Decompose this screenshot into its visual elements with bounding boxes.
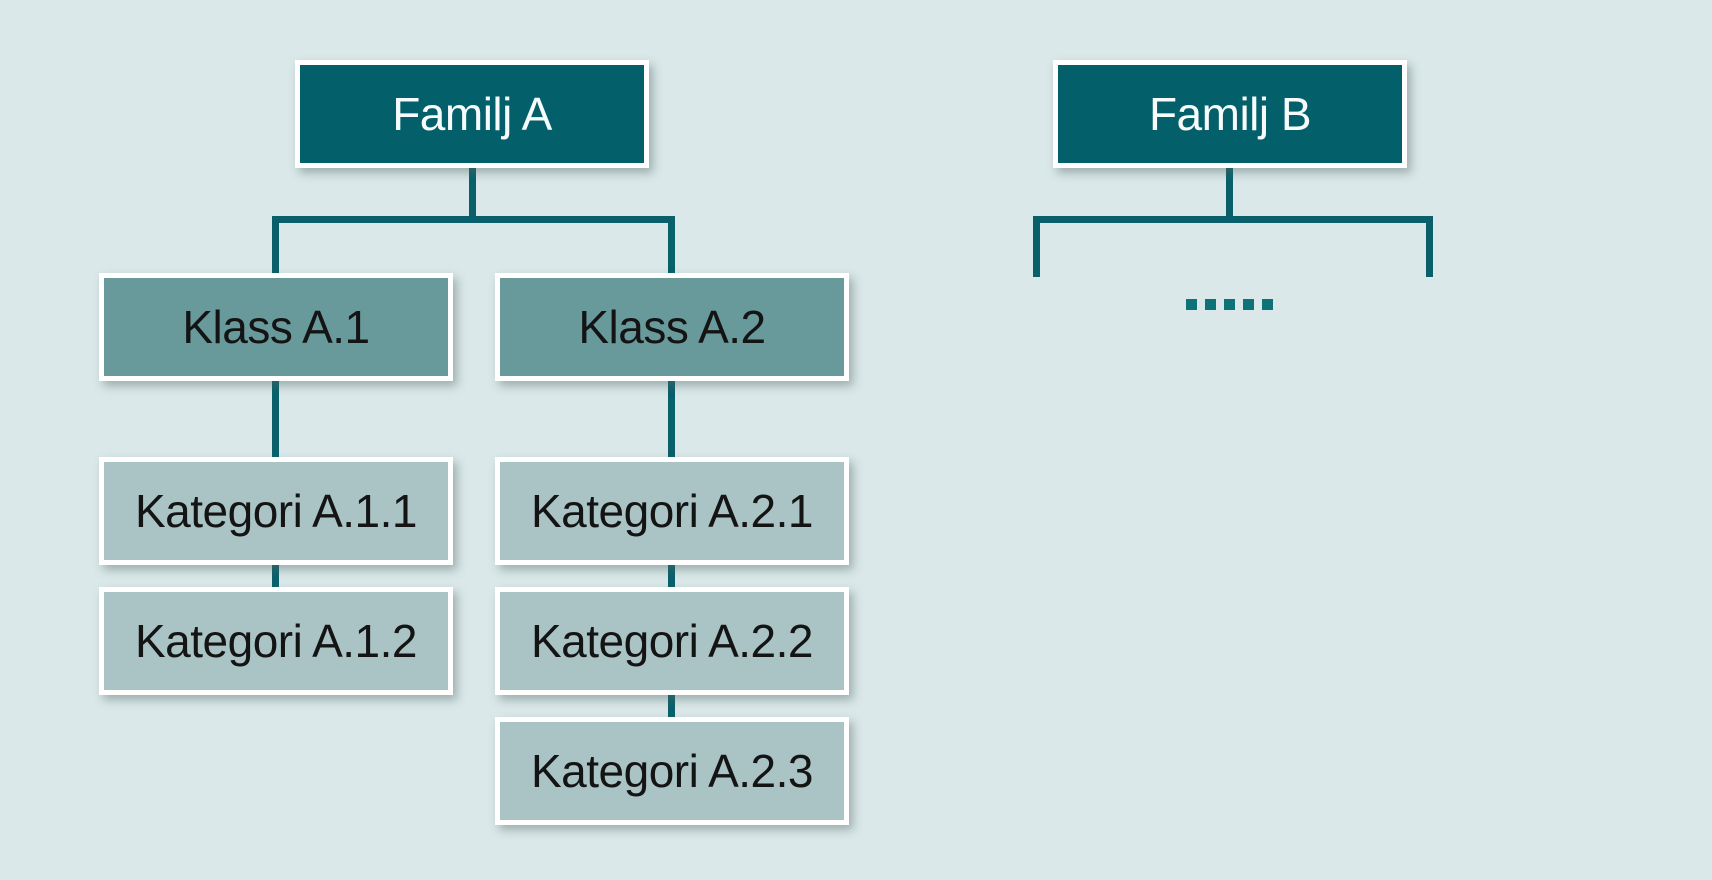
ellipsis-dot xyxy=(1224,299,1235,310)
node-kategori-a11-label: Kategori A.1.1 xyxy=(135,485,417,537)
node-klass-a2-label: Klass A.2 xyxy=(578,301,766,353)
node-familj-b: Familj B xyxy=(1053,60,1407,168)
node-klass-a1-label: Klass A.1 xyxy=(182,301,370,353)
familj-b-ellipsis-dots: ..... xyxy=(1186,299,1273,310)
node-kategori-a23: Kategori A.2.3 xyxy=(495,717,849,825)
node-klass-a1: Klass A.1 xyxy=(99,273,453,381)
ellipsis-dot xyxy=(1262,299,1273,310)
connector-familj-a-drop-right xyxy=(668,216,675,273)
connector-kategori-a22-a23 xyxy=(668,695,675,717)
ellipsis-dot xyxy=(1243,299,1254,310)
connector-familj-a-stem xyxy=(469,168,476,223)
node-kategori-a11: Kategori A.1.1 xyxy=(99,457,453,565)
connector-kategori-a21-a22 xyxy=(668,565,675,587)
node-klass-a2: Klass A.2 xyxy=(495,273,849,381)
connector-familj-b-drop-right xyxy=(1426,216,1433,277)
node-kategori-a21: Kategori A.2.1 xyxy=(495,457,849,565)
connector-familj-b-stem xyxy=(1226,168,1233,223)
connector-familj-b-bracket xyxy=(1033,216,1433,223)
connector-familj-b-drop-left xyxy=(1033,216,1040,277)
ellipsis-dot xyxy=(1205,299,1216,310)
connector-klass-a2-kategori xyxy=(668,381,675,457)
node-kategori-a12-label: Kategori A.1.2 xyxy=(135,615,417,667)
connector-familj-a-drop-left xyxy=(272,216,279,273)
node-familj-a-label: Familj A xyxy=(392,88,552,140)
ellipsis-dot xyxy=(1186,299,1197,310)
node-kategori-a22-label: Kategori A.2.2 xyxy=(531,615,813,667)
connector-klass-a1-kategori xyxy=(272,381,279,457)
connector-kategori-a11-a12 xyxy=(272,565,279,587)
node-kategori-a23-label: Kategori A.2.3 xyxy=(531,745,813,797)
node-kategori-a12: Kategori A.1.2 xyxy=(99,587,453,695)
node-kategori-a21-label: Kategori A.2.1 xyxy=(531,485,813,537)
node-familj-b-label: Familj B xyxy=(1148,88,1312,140)
connector-familj-a-bracket xyxy=(272,216,675,223)
node-kategori-a22: Kategori A.2.2 xyxy=(495,587,849,695)
node-familj-a: Familj A xyxy=(295,60,649,168)
